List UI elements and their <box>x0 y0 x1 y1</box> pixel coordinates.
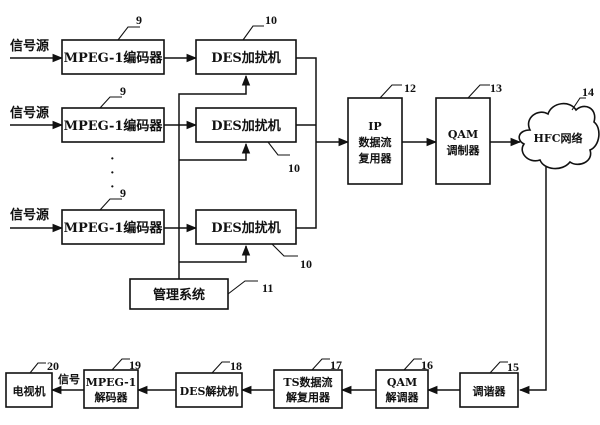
des-scrambler-3: DES加扰机 <box>195 209 297 245</box>
signal-source-label-1: 信号源 <box>10 38 49 54</box>
des-scrambler-1: DES加扰机 <box>195 39 297 75</box>
management-system: 管理系统 <box>129 278 229 310</box>
encoder-3-label: MPEG-1编码器 <box>64 220 164 236</box>
management-leader <box>227 280 258 295</box>
mux-ref: 12 <box>404 81 416 95</box>
des-scrambler-1-leader <box>242 25 264 41</box>
des-scrambler-3-ref: 10 <box>300 257 312 271</box>
encoder-3-leader <box>99 198 122 211</box>
mux-bus <box>296 57 317 229</box>
ts-demultiplexer-line1: TS数据流 <box>283 375 332 389</box>
encoder-3-ref: 9 <box>120 186 126 200</box>
ellipsis-dot-3: · <box>110 180 115 195</box>
qam-modulator-line1: QAM <box>448 128 478 141</box>
hfc-to-tuner-arrow <box>518 167 547 395</box>
des-scrambler-1-ref: 10 <box>265 13 277 27</box>
qam-modulator: QAM 调制器 <box>435 97 491 185</box>
signal-label: 信号 <box>58 372 80 386</box>
des-scrambler-2-leader <box>267 141 290 156</box>
decoder-leader <box>111 358 130 371</box>
des-scrambler-3-label: DES加扰机 <box>211 220 281 236</box>
key-line-3 <box>179 244 251 263</box>
management-ref: 11 <box>262 281 273 295</box>
qam-demodulator-line2: 解调器 <box>386 390 420 404</box>
qam-demod-leader <box>403 358 422 371</box>
management-system-label: 管理系统 <box>153 287 205 303</box>
tuner-ref: 15 <box>507 360 519 374</box>
des-descrambler-label: DES解扰机 <box>180 384 239 398</box>
mpeg-decoder: MPEG-1 解码器 <box>83 369 139 409</box>
decoder-ref: 19 <box>129 358 141 372</box>
des-scrambler-1-label: DES加扰机 <box>211 50 281 66</box>
hfc-leader <box>571 97 586 111</box>
hfc-ref: 14 <box>582 85 594 99</box>
encoder-2-label: MPEG-1编码器 <box>64 118 164 134</box>
hfc-network-cloud: HFC网络 <box>518 102 600 170</box>
qam-demodulator-line1: QAM <box>387 376 417 389</box>
des-scrambler-2-ref: 10 <box>288 161 300 175</box>
qam-mod-leader <box>467 84 490 99</box>
demux-ref: 17 <box>330 358 342 372</box>
qam-modulator-line2: 调制器 <box>447 143 481 157</box>
television: 电视机 <box>5 372 53 408</box>
ip-multiplexer: IP 数据流 复用器 <box>347 97 403 185</box>
ts-demultiplexer: TS数据流 解复用器 <box>273 369 343 409</box>
mux-leader <box>379 84 402 99</box>
encoder-2: MPEG-1编码器 <box>61 107 165 143</box>
des-scrambler-2-label: DES加扰机 <box>211 118 281 134</box>
mpeg-decoder-line1: MPEG-1 <box>86 376 137 389</box>
key-line-1 <box>178 74 251 279</box>
signal-source-label-2: 信号源 <box>10 105 49 121</box>
des-scrambler-3-leader <box>271 243 298 257</box>
tuner-leader <box>489 361 508 374</box>
ip-multiplexer-line2: 数据流 <box>359 135 392 149</box>
encoder-1-label: MPEG-1编码器 <box>64 50 164 66</box>
des-descrambler: DES解扰机 <box>175 372 243 408</box>
encoder-1-ref: 9 <box>136 13 142 27</box>
encoder-2-ref: 9 <box>120 84 126 98</box>
tv-ref: 20 <box>47 359 59 373</box>
key-line-2 <box>179 142 251 161</box>
tuner: 调谐器 <box>459 372 519 408</box>
encoder-1: MPEG-1编码器 <box>61 39 165 75</box>
tv-leader <box>29 362 46 374</box>
ip-multiplexer-line3: 复用器 <box>358 151 393 165</box>
mpeg-decoder-line2: 解码器 <box>95 390 129 404</box>
qam-demod-ref: 16 <box>421 358 433 372</box>
ts-demultiplexer-line2: 解复用器 <box>286 390 331 404</box>
ellipsis-dot-2: · <box>110 166 115 181</box>
signal-source-label-3: 信号源 <box>10 207 49 223</box>
qam-demodulator: QAM 解调器 <box>375 369 429 409</box>
encoder-2-leader <box>99 96 122 109</box>
des-descrambler-ref: 18 <box>230 359 242 373</box>
qam-mod-ref: 13 <box>490 81 502 95</box>
des-scrambler-2: DES加扰机 <box>195 107 297 143</box>
demux-leader <box>311 358 330 371</box>
hfc-network-label: HFC网络 <box>534 131 583 145</box>
television-label: 电视机 <box>13 384 46 398</box>
ellipsis-dot-1: · <box>110 152 115 167</box>
encoder-3: MPEG-1编码器 <box>61 209 165 245</box>
ip-multiplexer-line1: IP <box>368 120 381 133</box>
encoder-1-leader <box>117 26 140 41</box>
des-descrambler-leader <box>211 361 230 374</box>
tuner-label: 调谐器 <box>473 384 507 398</box>
